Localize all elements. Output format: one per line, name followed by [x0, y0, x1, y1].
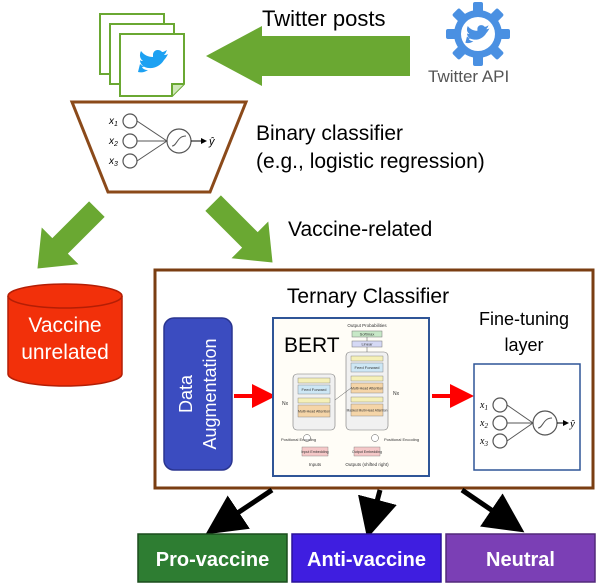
- vaccine-unrelated-database: Vaccine unrelated: [7, 283, 123, 387]
- decoder-feed-forward: [350, 362, 384, 373]
- related-arrow: [205, 195, 273, 263]
- decoder-add-norm-2: [350, 375, 384, 382]
- vaccine-unrelated-label-line2: unrelated: [21, 341, 109, 364]
- arrow-to-anti-vaccine: [358, 489, 397, 539]
- output-embedding-block: [353, 446, 381, 457]
- decoder-add-norm-3: [350, 396, 384, 403]
- encoder-add-norm-2: [297, 397, 331, 404]
- twitter-api-label: Twitter API: [428, 67, 509, 86]
- linear-text: Linear: [361, 342, 373, 347]
- twitter-bird-icon: [138, 49, 168, 73]
- encoder-add-norm-1: [297, 377, 331, 384]
- binary-classifier-funnel: x1 x2 x3 ŷ: [69, 100, 249, 194]
- encoder-feed-forward-text: Feed Forward: [302, 387, 327, 392]
- twitter-posts-label: Twitter posts: [262, 6, 385, 31]
- encoder-multi-head-attention: [297, 404, 331, 418]
- x3-label: x3: [108, 156, 118, 168]
- arrow-to-pro-vaccine: [205, 487, 274, 535]
- twitter-posts-icon: [99, 13, 185, 97]
- pro-vaccine-box: [137, 533, 288, 583]
- ft-x2-label: x2: [479, 418, 488, 430]
- input-embedding-block: [301, 446, 329, 457]
- unrelated-arrow: [37, 201, 105, 269]
- bert-label: BERT: [284, 334, 340, 357]
- decoder-feed-forward-text: Feed Forward: [355, 365, 380, 370]
- anti-vaccine-box: [291, 533, 442, 583]
- fine-tuning-label-line1: Fine-tuning: [479, 309, 569, 329]
- fine-tuning-layer-box: x1 x2 x3 ŷ: [473, 363, 581, 471]
- api-to-posts-arrow: [206, 26, 410, 86]
- bert-box: BERT Output Probabilities Softmax Linear…: [272, 317, 430, 477]
- output-anti-vaccine: Anti-vaccine: [291, 533, 442, 583]
- data-augmentation-box: Data Augmentation: [163, 317, 233, 471]
- vaccine-unrelated-label-line1: Vaccine: [28, 314, 101, 337]
- output-embedding-text: Output Embedding: [352, 450, 382, 454]
- vaccine-related-label: Vaccine-related: [288, 218, 432, 241]
- decoder-add-norm-1: [350, 355, 384, 362]
- input-embedding-text: Input Embedding: [301, 450, 328, 454]
- ft-x3-label: x3: [479, 436, 488, 448]
- softmax-text: Softmax: [360, 332, 375, 337]
- output-pro-vaccine: Pro-vaccine: [137, 533, 288, 583]
- output-neutral: Neutral: [445, 533, 596, 583]
- finetuning-neuron-diagram: x1 x2 x3 ŷ: [479, 397, 575, 449]
- binary-neuron-diagram: x1 x2 x3 ŷ: [108, 113, 216, 169]
- ternary-classifier-label: Ternary Classifier: [287, 285, 449, 308]
- encoder-positional-encoding-icon: [303, 434, 311, 442]
- data-augmentation-label-line1: Data: [176, 374, 196, 413]
- yhat-label: ŷ: [208, 136, 216, 148]
- output-probabilities-text: Output Probabilities: [347, 323, 387, 328]
- binary-classifier-label-line1: Binary classifier: [256, 122, 403, 145]
- inputs-text: Inputs: [309, 462, 322, 467]
- encoder-nx-label: Nx: [282, 401, 289, 407]
- neutral-box: [445, 533, 596, 583]
- encoder-multi-head-attention-text: Multi-Head Attention: [298, 410, 330, 414]
- ft-x1-label: x1: [479, 400, 488, 412]
- decoder-positional-encoding-text: Positional Encoding: [384, 437, 419, 442]
- encoder-positional-encoding-text: Positional Encoding: [281, 437, 316, 442]
- binary-classifier-label-line2: (e.g., logistic regression): [256, 150, 485, 173]
- outputs-text: Outputs (shifted right): [345, 462, 389, 467]
- x1-label: x1: [108, 116, 118, 128]
- fine-tuning-label-line2: layer: [504, 335, 543, 355]
- arrow-to-neutral: [460, 487, 525, 533]
- x2-label: x2: [108, 136, 118, 148]
- decoder-multi-head-attention-text: Multi-Head Attention: [351, 387, 383, 391]
- twitter-api-icon: Twitter API: [428, 2, 510, 86]
- decoder-masked-attention: [350, 403, 384, 417]
- decoder-nx-label: Nx: [393, 391, 400, 397]
- pro-vaccine-label: Pro-vaccine: [156, 549, 269, 571]
- ft-yhat-label: ŷ: [569, 418, 575, 430]
- neutral-label: Neutral: [486, 549, 555, 571]
- transformer-architecture: Output Probabilities Softmax Linear Feed…: [281, 323, 419, 467]
- decoder-positional-encoding-icon: [371, 434, 379, 442]
- anti-vaccine-label: Anti-vaccine: [307, 549, 426, 571]
- encoder-feed-forward: [297, 384, 331, 395]
- decoder-masked-attention-text: Masked Multi-Head Attention: [347, 409, 388, 413]
- data-augmentation-label-line2: Augmentation: [200, 338, 220, 449]
